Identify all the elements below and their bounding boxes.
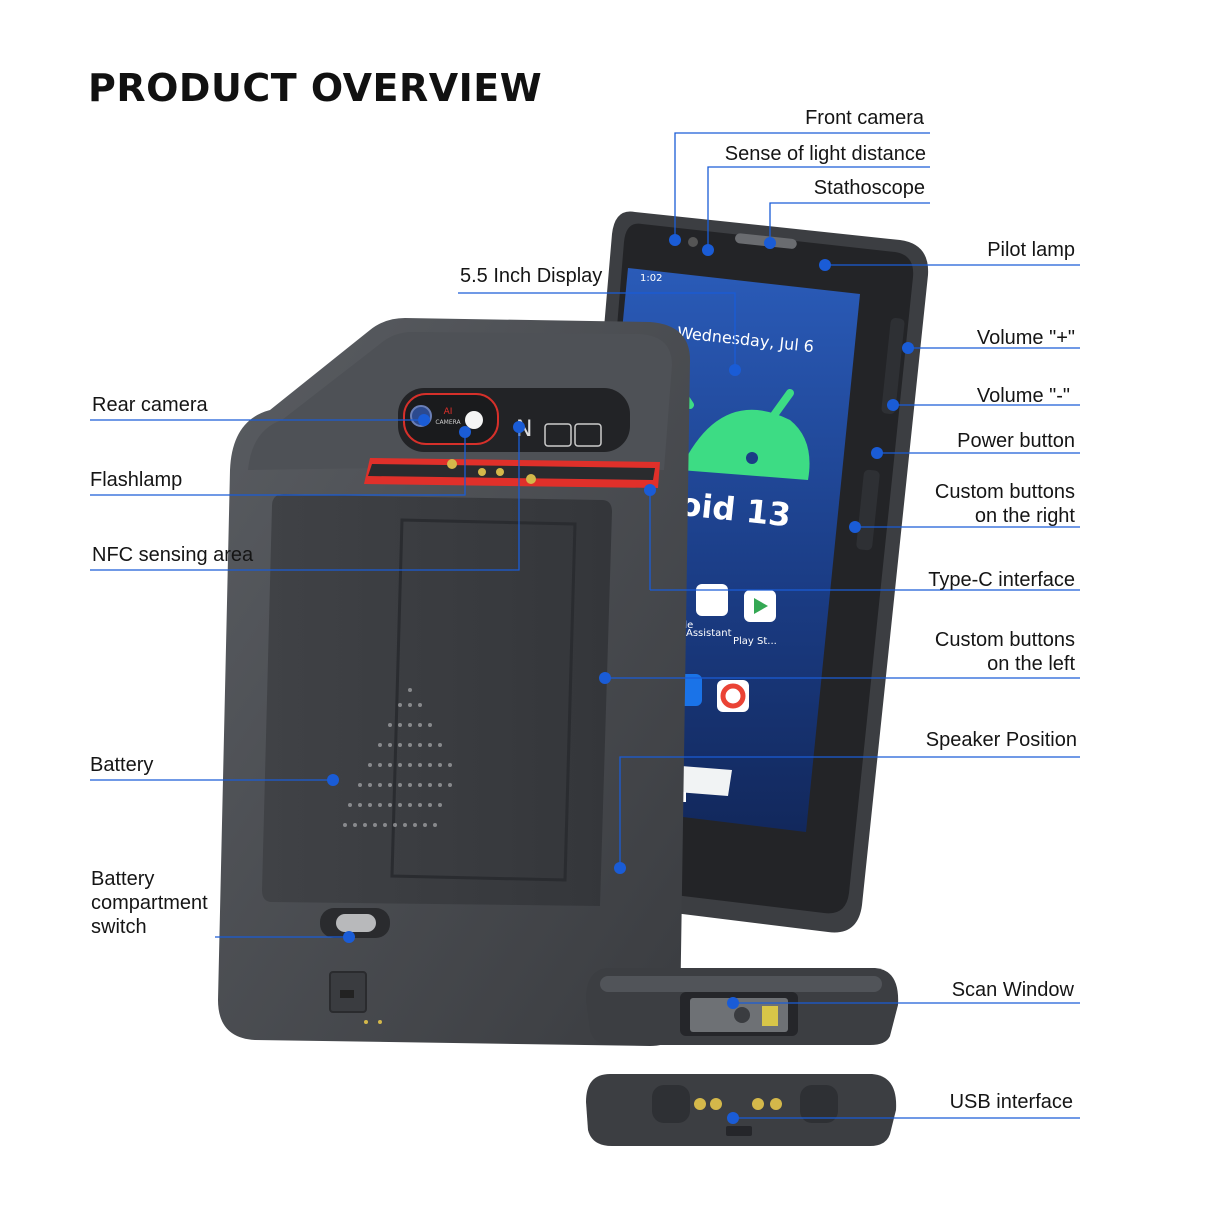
svg-text:AI: AI bbox=[444, 407, 453, 417]
label-volume-plus: Volume "+" bbox=[976, 327, 1075, 349]
label-front-camera: Front camera bbox=[805, 107, 924, 129]
label-flashlamp: Flashlamp bbox=[90, 469, 183, 491]
label-pilot-lamp: Pilot lamp bbox=[987, 239, 1075, 261]
svg-text:Play St...: Play St... bbox=[733, 636, 777, 647]
label-speaker: Speaker Position bbox=[925, 729, 1077, 751]
label-type-c: Type-C interface bbox=[928, 569, 1075, 591]
label-stathoscope: Stathoscope bbox=[813, 177, 925, 199]
svg-text:Assistant: Assistant bbox=[686, 628, 732, 639]
label-volume-minus: Volume "-" bbox=[976, 385, 1070, 407]
flashlamp-led bbox=[465, 411, 483, 429]
battery-dot-pattern bbox=[343, 688, 452, 827]
label-rear-camera: Rear camera bbox=[92, 394, 208, 416]
callout-lines bbox=[90, 132, 1080, 1119]
usb-pin bbox=[694, 1098, 706, 1110]
label-scan-window: Scan Window bbox=[951, 979, 1074, 1001]
label-power-button: Power button bbox=[957, 430, 1075, 452]
label-custom-left: Custom buttons on the left bbox=[934, 629, 1075, 675]
label-battery: Battery bbox=[90, 754, 154, 776]
svg-text:CAMERA: CAMERA bbox=[435, 419, 461, 426]
battery-cover bbox=[262, 494, 612, 906]
label-custom-right: Custom buttons on the right bbox=[934, 481, 1075, 527]
android-logo bbox=[680, 409, 810, 480]
page-title: PRODUCT OVERVIEW bbox=[88, 66, 543, 110]
label-display: 5.5 Inch Display bbox=[460, 265, 603, 287]
label-battery-switch: Battery compartment switch bbox=[91, 868, 208, 938]
label-light-distance: Sense of light distance bbox=[724, 143, 926, 165]
back-device: AI CAMERA N bbox=[218, 318, 690, 1046]
top-view-device bbox=[586, 968, 899, 1045]
label-nfc: NFC sensing area bbox=[92, 544, 254, 566]
callout-dots bbox=[327, 234, 914, 1124]
label-usb: USB interface bbox=[949, 1091, 1073, 1113]
bottom-view-device bbox=[586, 1074, 897, 1146]
status-time: 1:02 bbox=[640, 273, 662, 284]
